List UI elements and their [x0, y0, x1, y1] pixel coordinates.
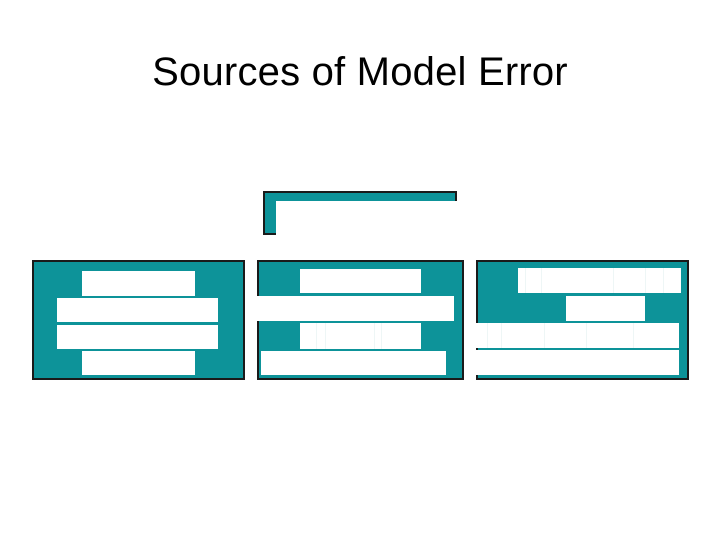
redaction-segment — [502, 323, 545, 348]
redaction-segment — [475, 323, 489, 348]
diagram-node-child-2[interactable] — [256, 260, 464, 380]
redacted-text-line — [56, 297, 218, 323]
redaction-segment — [525, 267, 543, 294]
redacted-text-line — [261, 351, 446, 375]
redaction-segment — [299, 268, 422, 294]
redaction-segment — [82, 351, 195, 375]
redaction-segment — [664, 267, 681, 294]
redacted-text-line — [256, 295, 454, 322]
redaction-segment — [316, 323, 327, 349]
redacted-text-line — [276, 201, 466, 241]
redaction-segment — [382, 323, 422, 349]
page-title: Sources of Model Error — [152, 50, 568, 94]
redaction-segment — [542, 267, 614, 294]
redaction-segment — [646, 267, 665, 294]
diagram-node-child-3[interactable] — [475, 260, 689, 380]
redaction-segment — [261, 351, 446, 375]
redaction-segment — [256, 295, 454, 322]
redacted-text-line — [56, 324, 218, 349]
redacted-text-line — [565, 295, 646, 322]
redaction-segment — [276, 201, 466, 241]
redaction-segment — [587, 323, 635, 348]
redacted-text-line — [82, 271, 195, 296]
redacted-text-line — [299, 323, 422, 349]
redaction-segment — [82, 271, 195, 296]
redaction-segment — [544, 323, 588, 348]
redacted-text-line — [475, 323, 679, 348]
redaction-segment — [56, 324, 218, 349]
redaction-segment — [565, 295, 646, 322]
redaction-segment — [375, 323, 383, 349]
redaction-segment — [299, 323, 317, 349]
redaction-segment — [634, 323, 679, 348]
redaction-stack-child-3 — [475, 262, 687, 378]
redaction-segment — [326, 323, 376, 349]
redacted-text-line — [82, 351, 195, 375]
redaction-segment — [488, 323, 503, 348]
diagram-node-child-1[interactable] — [32, 260, 245, 380]
redaction-stack-child-2 — [256, 262, 462, 378]
diagram-node-top[interactable] — [263, 191, 466, 241]
redaction-segment — [56, 297, 218, 323]
redacted-text-line — [475, 350, 679, 375]
redacted-text-line — [517, 267, 681, 294]
redaction-stack-child-1 — [34, 262, 243, 378]
redaction-segment — [517, 267, 526, 294]
redaction-stack-top — [276, 201, 466, 241]
redaction-segment — [613, 267, 647, 294]
redaction-segment — [475, 350, 679, 375]
redacted-text-line — [299, 268, 422, 294]
